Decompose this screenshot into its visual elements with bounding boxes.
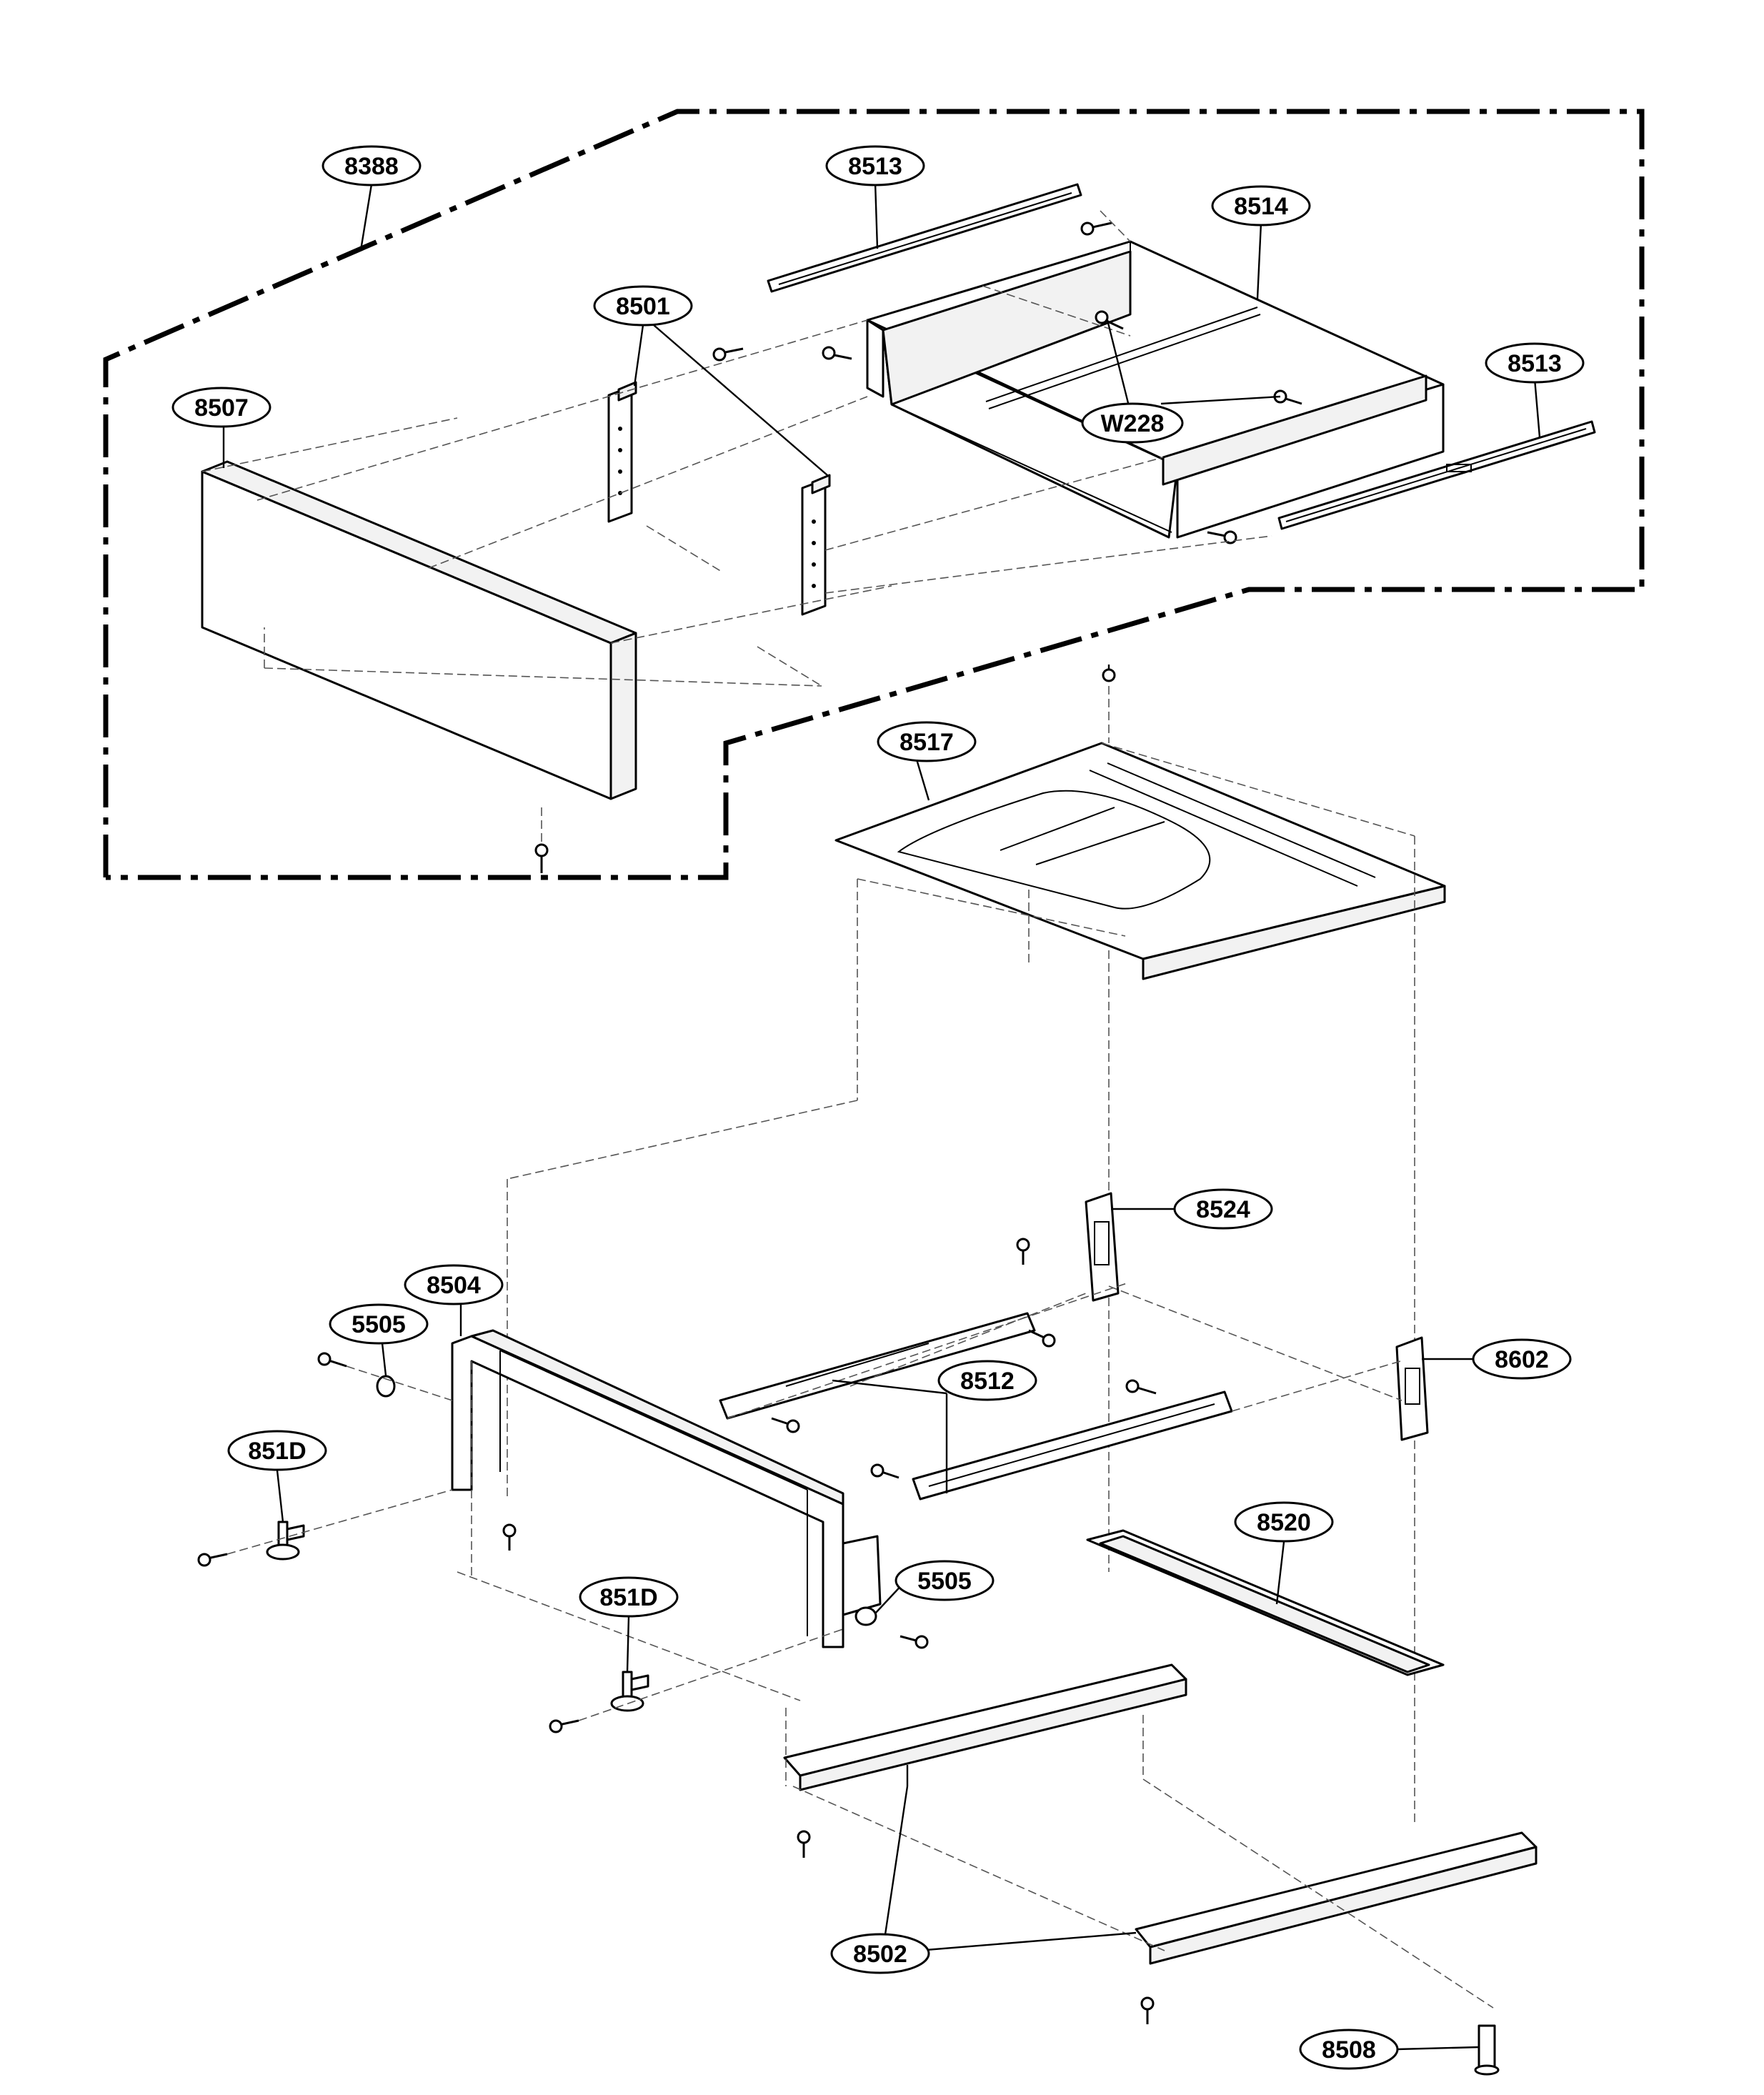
callout-8517: 8517 <box>877 721 977 762</box>
callout-5505-left: 5505 <box>329 1303 429 1345</box>
screw <box>1080 222 1112 236</box>
bracket-8524 <box>1085 1192 1120 1302</box>
callout-label: 8508 <box>1322 2036 1376 2064</box>
callout-8388: 8388 <box>322 145 422 186</box>
drawer-slide-rail-8513-right <box>1277 420 1596 530</box>
screw <box>1140 1996 1155 2024</box>
callout-label: 8513 <box>1508 350 1562 377</box>
screw <box>1207 530 1237 544</box>
callout-label: 8513 <box>848 153 902 180</box>
callout-8504: 8504 <box>404 1264 504 1305</box>
callout-8513-top: 8513 <box>825 145 925 186</box>
callout-label: 8507 <box>194 394 249 422</box>
screw <box>534 843 549 873</box>
nut-5505-left <box>376 1375 396 1398</box>
front-frame-8504 <box>451 1329 882 1648</box>
drawer-bracket-8501-right <box>801 474 831 616</box>
callout-label: 851D <box>248 1438 306 1465</box>
callout-8512: 8512 <box>937 1360 1037 1401</box>
callout-8520: 8520 <box>1234 1501 1334 1543</box>
screw <box>317 1352 347 1368</box>
callout-label: 8388 <box>344 153 399 180</box>
leveling-foot-851D-left <box>266 1521 305 1561</box>
callout-8513-right: 8513 <box>1485 342 1585 384</box>
bracket-8602 <box>1395 1336 1429 1441</box>
callout-label: 851D <box>599 1584 657 1611</box>
drawer-bracket-8501-left <box>607 381 637 523</box>
screw <box>1125 1379 1157 1395</box>
callout-851D-right: 851D <box>579 1576 679 1618</box>
callout-label: 5505 <box>917 1568 972 1595</box>
screw <box>197 1553 228 1567</box>
callout-8508: 8508 <box>1299 2029 1399 2070</box>
callout-label: 8517 <box>900 729 954 756</box>
screw <box>549 1719 579 1733</box>
assembly-group-boundary <box>103 109 1645 880</box>
callout-8524: 8524 <box>1173 1188 1273 1230</box>
drawer-slide-rail-8513-top <box>767 183 1082 293</box>
callout-5505-right: 5505 <box>895 1560 995 1601</box>
slide-rail-8512-lower <box>912 1390 1233 1501</box>
screw <box>712 347 744 362</box>
callout-851D-left: 851D <box>227 1430 327 1471</box>
callout-label: 8512 <box>960 1368 1015 1395</box>
callout-label: 8501 <box>616 293 670 320</box>
leader-lines <box>222 181 1541 2051</box>
screw <box>502 1523 517 1551</box>
base-rail-8502-front <box>783 1663 1187 1791</box>
channel-8520 <box>1086 1529 1445 1676</box>
callout-label: 8520 <box>1257 1509 1311 1536</box>
callout-8502: 8502 <box>830 1933 930 1974</box>
callout-8501: 8501 <box>593 285 693 327</box>
base-rail-8502-rear <box>1135 1831 1538 1965</box>
screw <box>1028 1329 1056 1348</box>
nut-5505-right <box>854 1606 877 1626</box>
leveling-foot-851D-right <box>610 1671 649 1712</box>
hidden-assembly-lines-drawer <box>201 210 1272 843</box>
screw <box>900 1635 929 1649</box>
callout-label: W228 <box>1101 410 1165 437</box>
drawer-front-panel-8507 <box>201 460 637 800</box>
screw <box>797 1830 811 1858</box>
callout-label: 8514 <box>1234 193 1288 220</box>
screw <box>771 1417 800 1433</box>
callout-label: 8602 <box>1495 1346 1549 1373</box>
slide-rail-8512-upper <box>719 1312 1036 1420</box>
base-top-panel-8517 <box>834 665 1446 980</box>
drawer-box-8514 <box>866 240 1445 539</box>
leg-8508 <box>1474 2024 1500 2076</box>
screw <box>1016 1238 1030 1265</box>
callout-8602: 8602 <box>1472 1338 1572 1380</box>
callout-label: 8504 <box>427 1272 481 1299</box>
callout-8514: 8514 <box>1211 185 1311 227</box>
callout-8507: 8507 <box>171 387 271 428</box>
screw <box>1095 310 1124 330</box>
screw <box>870 1463 900 1479</box>
callout-label: 8524 <box>1196 1196 1250 1223</box>
screw <box>822 346 852 360</box>
callout-label: 8502 <box>853 1941 907 1968</box>
callout-label: 5505 <box>352 1311 406 1338</box>
callout-W228: W228 <box>1081 402 1184 444</box>
